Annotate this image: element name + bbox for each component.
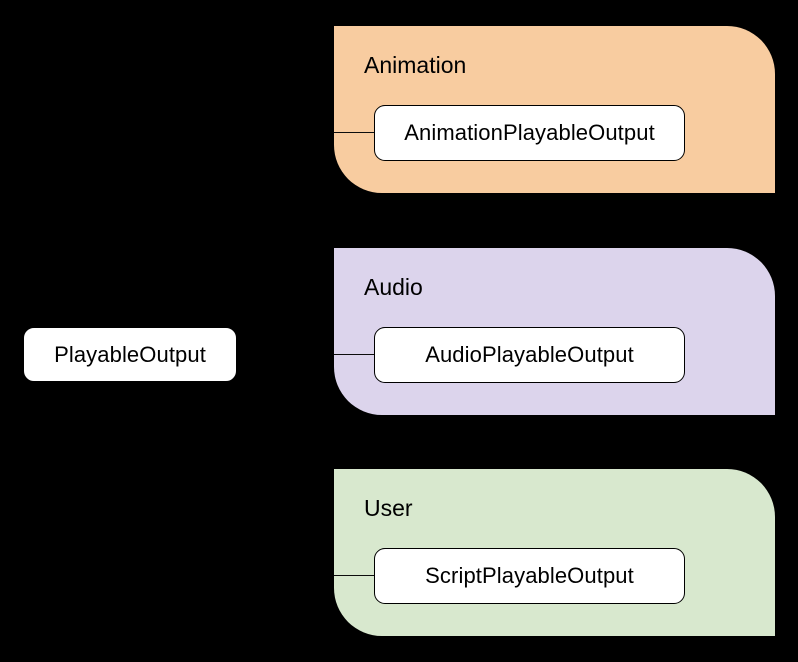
connector-user (334, 575, 374, 576)
group-user[interactable]: User ScriptPlayableOutput (334, 469, 775, 636)
group-audio[interactable]: Audio AudioPlayableOutput (334, 248, 775, 415)
node-audio-playable-output[interactable]: AudioPlayableOutput (374, 327, 685, 383)
node-animation-playable-output[interactable]: AnimationPlayableOutput (374, 105, 685, 161)
node-script-playable-output[interactable]: ScriptPlayableOutput (374, 548, 685, 604)
node-label: AudioPlayableOutput (425, 342, 634, 367)
node-label: PlayableOutput (54, 341, 206, 367)
node-label: ScriptPlayableOutput (425, 563, 634, 588)
group-user-label: User (364, 495, 413, 521)
node-label: AnimationPlayableOutput (404, 120, 655, 145)
group-audio-label: Audio (364, 274, 423, 300)
connector-animation (334, 132, 374, 133)
node-playable-output[interactable]: PlayableOutput (23, 327, 237, 382)
group-animation[interactable]: Animation AnimationPlayableOutput (334, 26, 775, 193)
group-animation-label: Animation (364, 52, 467, 78)
connector-audio (334, 354, 374, 355)
